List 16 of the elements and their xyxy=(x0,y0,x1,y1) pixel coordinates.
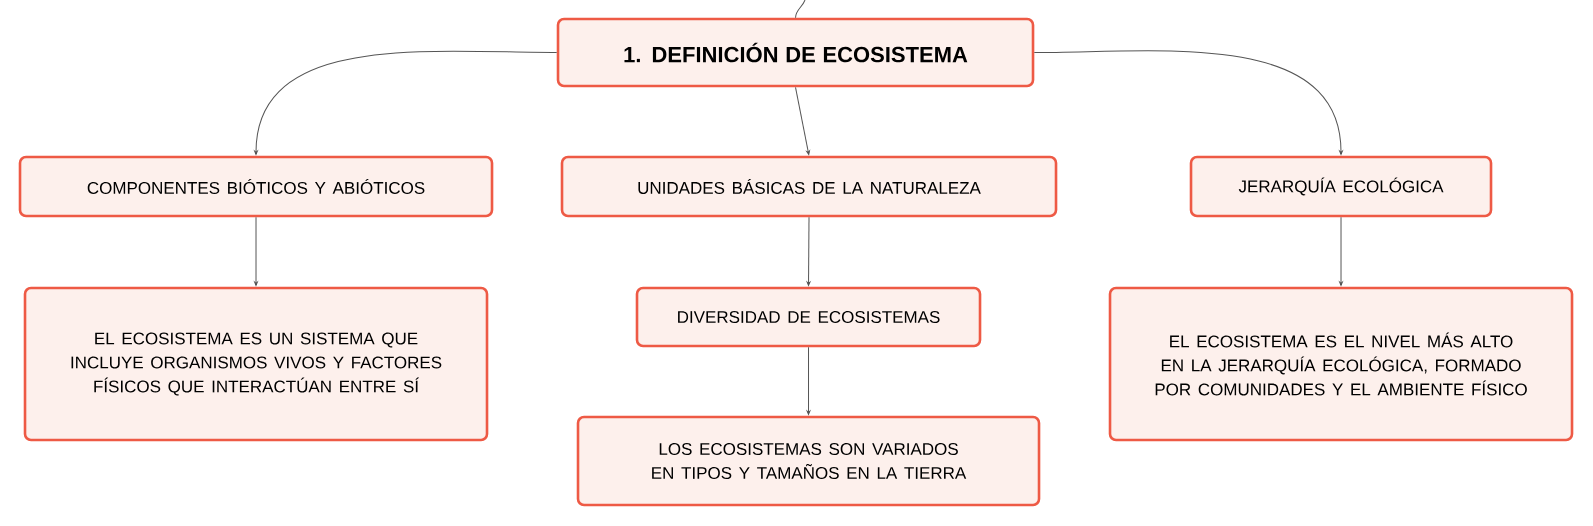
concept-box: DIVERSIDAD DE ECOSISTEMAS xyxy=(635,286,982,348)
connector xyxy=(1033,50,1343,155)
connector xyxy=(254,50,558,155)
connector xyxy=(254,216,258,286)
concept-box: COMPONENTES BIÓTICOS Y ABIÓTICOS xyxy=(18,155,494,218)
concept-box: UNIDADES BÁSICAS DE LA NATURALEZA xyxy=(560,155,1058,218)
connector xyxy=(806,346,811,415)
concept-box: EL ECOSISTEMA ES UN SISTEMA QUE INCLUYE ORGANISMOS VIVOS Y FACTORES FÍSICOS QUE INTERACTÚAN ENTRE SÍ xyxy=(23,286,489,442)
connector xyxy=(795,86,810,155)
connector xyxy=(1339,216,1343,286)
concept-box: LOS ECOSISTEMAS SON VARIADOS EN TIPOS Y TAMAÑOS EN LA TIERRA xyxy=(576,415,1041,507)
connector xyxy=(806,216,811,286)
title-box: 1. DEFINICIÓN DE ECOSISTEMA xyxy=(556,17,1035,88)
concept-box: EL ECOSISTEMA ES EL NIVEL MÁS ALTO EN LA JERARQUÍA ECOLÓGICA, FORMADO POR COMUNIDADES Y EL AMBIENTE FÍSICO xyxy=(1108,286,1574,442)
concept-box: JERARQUÍA ECOLÓGICA xyxy=(1189,155,1493,218)
connector xyxy=(795,0,806,19)
